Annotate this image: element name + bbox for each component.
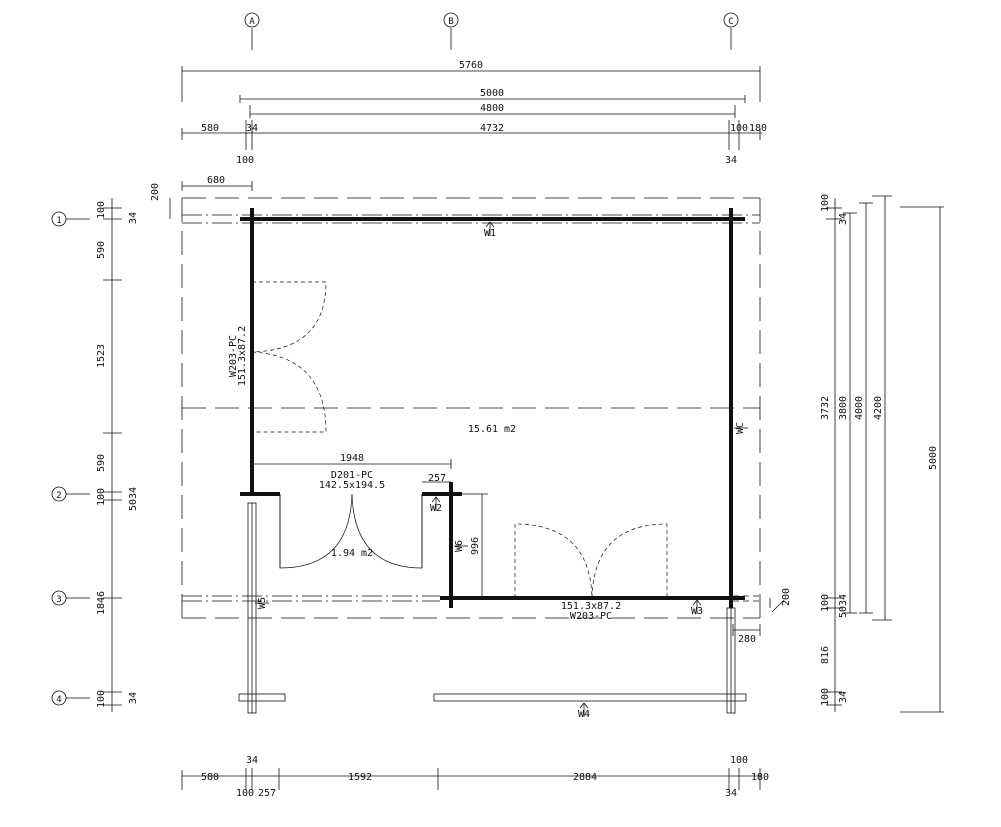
dim-bottom-100: 100: [236, 788, 254, 799]
roof-outline: [181, 197, 761, 619]
dim-inner-5000: 5000: [480, 88, 504, 99]
dim-left-1523: 1523: [96, 344, 107, 368]
axis-bubble-b: B: [443, 12, 459, 50]
dim-left-34-bottom: 34: [128, 692, 139, 704]
dim-4732: 4732: [480, 123, 504, 134]
room-area-small: 1.94 m2: [331, 548, 373, 559]
axis-bubble-3: 3: [51, 590, 90, 606]
dim-bottom-2884: 2884: [573, 772, 597, 783]
interior-annotations: 15.61 m2 1.94 m2 1948 D201-PC 142.5x194.…: [228, 326, 621, 622]
dim-580: 580: [201, 123, 219, 134]
bottom-dimensions: 34 100 580 1592 2884 180 100 257 34: [181, 755, 769, 799]
dim-right-816: 816: [820, 646, 831, 664]
dim-right-5034: 5034: [838, 594, 849, 618]
wall-tag-w4-label: W4: [578, 709, 590, 720]
axis-label-3: 3: [56, 595, 61, 605]
dim-eave-680: 680: [207, 175, 225, 186]
dim-right-100-mid: 100: [820, 594, 831, 612]
axis-lines: [182, 214, 760, 602]
dim-996: 996: [470, 537, 481, 555]
wall-tag-w3: W3: [691, 599, 703, 617]
dim-post-280: 280: [738, 634, 756, 645]
wall-tag-wc-label: WC: [735, 422, 746, 434]
dim-right-3732: 3732: [820, 396, 831, 420]
axis-bubble-c: C: [723, 12, 739, 50]
wall-tag-w3-label: W3: [691, 606, 703, 617]
dim-left-100-top: 100: [96, 201, 107, 219]
wall-tag-w4: W4: [578, 702, 590, 720]
dim-wall-4800: 4800: [480, 103, 504, 114]
wall-tag-w6: W6: [454, 540, 468, 552]
door-code-d201: D201-PC: [331, 470, 373, 481]
dim-left-590-bottom: 590: [96, 454, 107, 472]
window-code-bottom: W203-PC: [570, 611, 612, 622]
dim-right-3800: 3800: [838, 396, 849, 420]
wall-tag-w1-label: W1: [484, 228, 496, 239]
dim-right-100-top: 100: [820, 194, 831, 212]
dim-right-overhang-200: 200: [781, 588, 792, 606]
axis-bubble-1: 1: [51, 211, 90, 227]
walls: [240, 208, 745, 608]
axis-label-b: B: [448, 17, 453, 27]
dim-overall-5760: 5760: [459, 60, 483, 71]
wall-tag-w1: W1: [484, 221, 496, 239]
dim-100-left: 100: [236, 155, 254, 166]
dim-left-5034: 5034: [128, 487, 139, 511]
axis-bubble-2: 2: [51, 486, 90, 502]
dim-right-5000: 5000: [928, 446, 939, 470]
top-dimensions: 5760 5000 4800 580 34 4732 100 180 100 3…: [150, 60, 767, 219]
wall-tag-w2-label: W2: [430, 503, 442, 514]
dim-left-590-top: 590: [96, 241, 107, 259]
door-size: 142.5x194.5: [319, 480, 385, 491]
dim-bottom-100-top: 100: [730, 755, 748, 766]
axis-bubble-4: 4: [51, 690, 90, 706]
window-size-bottom: 151.3x87.2: [561, 601, 621, 612]
door-swings: [251, 281, 668, 599]
dim-left-34-top: 34: [128, 212, 139, 224]
dim-bottom-257: 257: [258, 788, 276, 799]
dim-right-4200: 4200: [873, 396, 884, 420]
dim-eave-200: 200: [150, 183, 161, 201]
axis-label-c: C: [728, 17, 733, 27]
dim-bottom-180: 180: [751, 772, 769, 783]
dim-34: 34: [246, 123, 258, 134]
window-code-left: W203-PC: [228, 335, 239, 377]
dim-door-1948: 1948: [340, 453, 364, 464]
left-dimensions: 100 34 590 1523 590 100 5034 1846 100 34: [96, 198, 139, 712]
dim-left-100-bottom: 100: [96, 690, 107, 708]
axis-label-1: 1: [56, 216, 61, 226]
dim-left-100-mid: 100: [96, 488, 107, 506]
wall-tag-w5-label: W5: [257, 597, 268, 609]
dim-34-right: 34: [725, 155, 737, 166]
axis-bubble-a: A: [244, 12, 260, 50]
dim-right-34-bottom: 34: [838, 691, 849, 703]
dim-bottom-580: 580: [201, 772, 219, 783]
wall-tag-w5: W5: [255, 597, 269, 609]
axis-label-4: 4: [56, 695, 61, 705]
dim-257: 257: [428, 473, 446, 484]
wall-tag-wc: WC: [734, 422, 748, 434]
dim-bottom-1592: 1592: [348, 772, 372, 783]
dim-bottom-34: 34: [725, 788, 737, 799]
window-size-left: 151.3x87.2: [237, 326, 248, 386]
dim-100-right: 100: [730, 123, 748, 134]
dim-180: 180: [749, 123, 767, 134]
axis-label-a: A: [249, 17, 255, 27]
dim-right-100-bottom: 100: [820, 688, 831, 706]
right-dimensions: 100 34 3732 100 5034 816 100 34 3800 400…: [732, 194, 944, 713]
wall-tags: W1 W2 W3 W4 W5 W6 WC: [255, 221, 748, 720]
wall-tag-w6-label: W6: [454, 540, 465, 552]
terrace-railings: [238, 502, 747, 714]
wall-tag-w2: W2: [430, 496, 442, 514]
room-area-main: 15.61 m2: [468, 424, 516, 435]
dim-bottom-34-top: 34: [246, 755, 258, 766]
dim-right-4000: 4000: [854, 396, 865, 420]
dim-left-1846: 1846: [96, 591, 107, 615]
axis-label-2: 2: [56, 491, 61, 501]
dim-right-34-top: 34: [838, 213, 849, 225]
